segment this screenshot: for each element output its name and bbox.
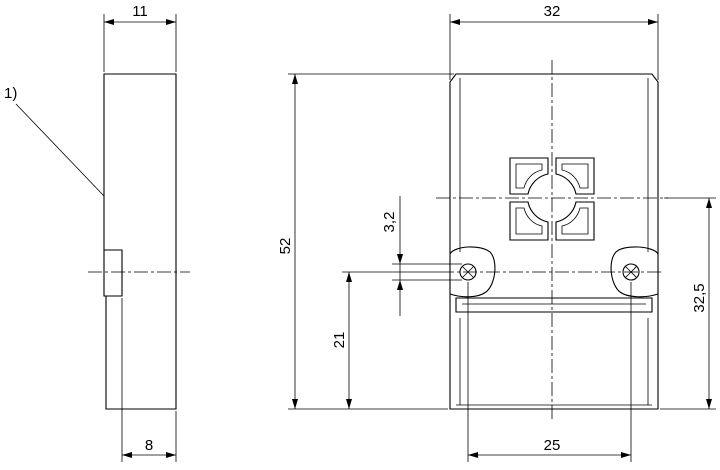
front-view-channel — [455, 297, 653, 313]
side-view-outline — [103, 73, 177, 410]
dim-label-front-height: 52 — [277, 238, 294, 255]
note-label: 1) — [4, 85, 17, 102]
dim-label-hole-spacing: 25 — [544, 437, 561, 454]
dim-label-hole-height: 21 — [331, 332, 348, 349]
side-view: 11 8 1) — [4, 3, 190, 462]
dim-label-side-thickness: 11 — [132, 3, 148, 20]
dim-label-center-height: 32,5 — [691, 283, 708, 312]
note-leader — [15, 103, 105, 197]
quadrant-indicator — [509, 157, 595, 241]
quadrant-top-right — [555, 157, 595, 195]
front-view-body — [449, 73, 659, 410]
dim-label-front-width: 32 — [544, 3, 561, 20]
side-view-mounting-tab — [104, 249, 123, 297]
dim-label-side-lower: 8 — [145, 437, 153, 454]
quadrant-top-left — [509, 157, 549, 195]
quadrant-bottom-left — [509, 201, 549, 241]
dim-label-hole-diameter: 3,2 — [381, 212, 398, 233]
quadrant-bottom-right — [555, 201, 595, 241]
right-mounting-hole — [622, 263, 640, 281]
front-view: 32 52 21 3,2 32,5 25 — [277, 3, 716, 462]
